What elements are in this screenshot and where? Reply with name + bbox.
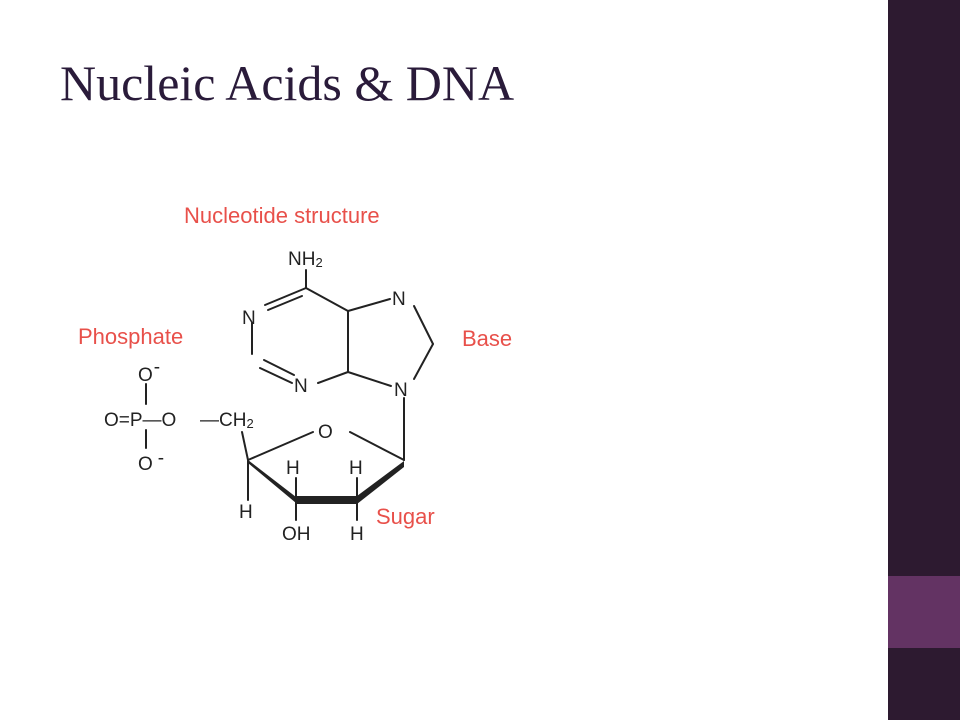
h-atom-c2-lower: H [350,524,364,545]
phosphate-label: Phosphate [78,324,183,349]
n-atom-bottom: N [294,376,308,397]
h-atom-c2: H [349,458,363,479]
phosphate-group: O=P—O [104,410,176,431]
n-atom-left: N [242,308,256,329]
sugar-label: Sugar [376,504,435,529]
h-atom-c3: H [286,458,300,479]
oxygen-bottom: O- [138,448,164,475]
slide-title: Nucleic Acids & DNA [60,55,515,111]
sidebar-accent [888,576,960,648]
n-atom-glycosidic: N [394,380,408,401]
sugar-front-edge [248,460,404,504]
sugar-bonds [145,383,405,521]
n-atom-top: N [392,289,406,310]
amine-group: NH2 [288,249,323,270]
base-bonds [251,269,434,461]
ring-oxygen: O [318,422,333,443]
diagram-heading: Nucleotide structure [184,203,380,228]
nucleotide-diagram: Nucleotide structure Phosphate Base Suga… [78,203,512,545]
oxygen-top: O- [138,357,160,386]
methylene-group: —CH2 [200,410,254,431]
h-atom-c4: H [239,502,253,523]
hydroxyl-group: OH [282,524,311,545]
base-label: Base [462,326,512,351]
